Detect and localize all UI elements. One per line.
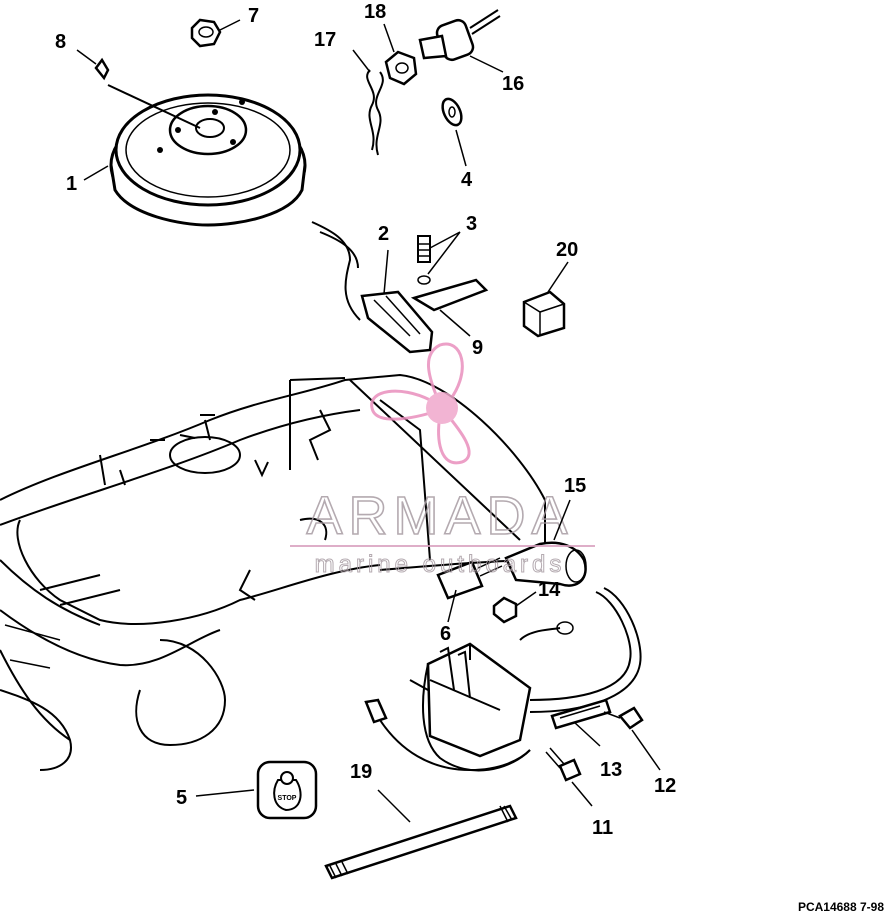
cotter-pin-part — [366, 69, 384, 156]
engine-block — [0, 373, 546, 771]
armada-watermark: ARMADA marine outboards — [290, 342, 595, 579]
callout-19: 19 — [350, 761, 372, 783]
screw-part — [417, 235, 431, 285]
callout-7: 7 — [248, 5, 259, 27]
callout-11: 11 — [592, 817, 613, 839]
callout-17: 17 — [314, 29, 336, 51]
callout-18: 18 — [364, 1, 386, 23]
lead-wire — [364, 698, 531, 772]
stop-button-text: STOP — [278, 795, 297, 802]
watermark-brand: ARMADA — [306, 486, 573, 546]
drawing-code: PCA14688 7-98 — [798, 900, 884, 914]
screw-12-part — [603, 706, 644, 730]
callout-2: 2 — [378, 223, 389, 245]
watermark-tagline: marine outboards — [315, 551, 566, 578]
callout-6: 6 — [440, 623, 451, 645]
stop-button-part: STOP — [256, 760, 318, 820]
leader-lines — [76, 19, 661, 823]
stator-part — [311, 221, 434, 354]
flywheel-part — [107, 84, 307, 227]
callout-labels: 1 2 3 4 5 6 7 8 9 11 12 13 14 15 16 17 1… — [55, 1, 676, 839]
callout-8: 8 — [55, 31, 66, 53]
terminal-part — [418, 9, 501, 62]
callout-16: 16 — [502, 73, 524, 95]
callout-12: 12 — [654, 775, 676, 797]
bracket-part — [410, 278, 489, 312]
washer-part — [441, 97, 463, 127]
propeller-logo — [370, 342, 471, 465]
ignition-pack — [409, 642, 532, 772]
hose — [519, 587, 642, 713]
callout-4: 4 — [461, 169, 473, 191]
callout-3: 3 — [466, 213, 477, 235]
boot-part — [504, 541, 587, 587]
connector-part — [436, 557, 503, 600]
bolt-part — [545, 747, 582, 782]
callout-5: 5 — [176, 787, 187, 809]
callout-9: 9 — [472, 337, 483, 359]
callout-13: 13 — [600, 759, 622, 781]
key-part — [94, 57, 110, 81]
nut-part — [190, 18, 222, 48]
callout-15: 15 — [564, 475, 586, 497]
slotted-nut-part — [384, 50, 418, 86]
callout-14: 14 — [538, 579, 561, 601]
callout-20: 20 — [556, 239, 578, 261]
callout-1: 1 — [66, 173, 77, 195]
plug-part — [492, 596, 518, 624]
rod-part — [324, 804, 518, 880]
clip-part — [550, 698, 612, 730]
cap-part — [522, 290, 566, 338]
